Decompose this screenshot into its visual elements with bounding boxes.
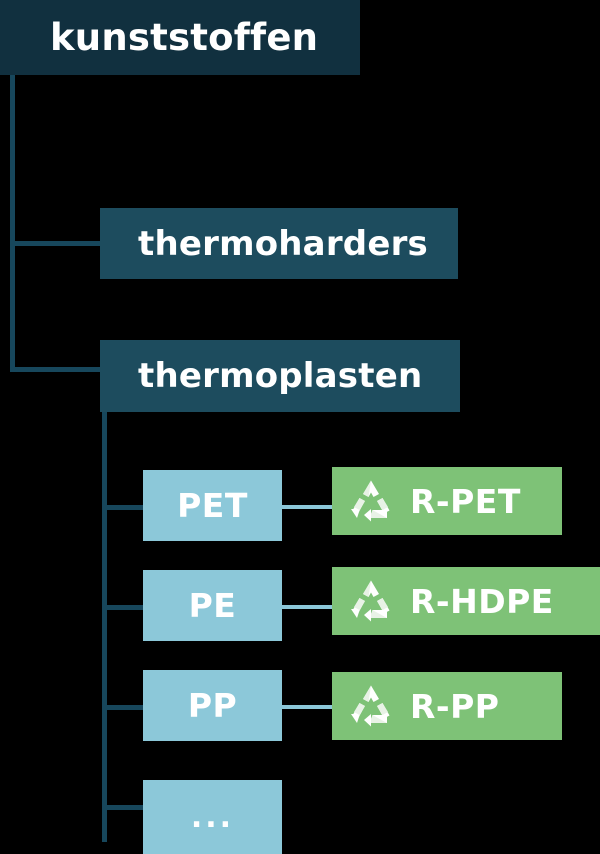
connector-root-to-thermoplasten <box>10 367 105 372</box>
node-pp[interactable]: PP <box>143 670 282 741</box>
connector-pe-rhdpe <box>282 605 334 609</box>
connector-root-trunk <box>10 75 15 372</box>
node-r-pet-label: R-PET <box>410 481 521 521</box>
node-pet-label: PET <box>177 486 248 525</box>
node-r-pp-label: R-PP <box>410 686 500 726</box>
connector-branch-pet <box>102 505 147 510</box>
node-pe-label: PE <box>188 586 237 625</box>
connector-thermoplasten-trunk <box>102 412 107 842</box>
node-kunststoffen-label: kunststoffen <box>50 16 319 59</box>
node-more-polymers[interactable]: ... <box>143 780 282 854</box>
node-thermoharders-label: thermoharders <box>138 223 428 264</box>
node-more-polymers-label: ... <box>190 799 235 835</box>
connector-pet-rpet <box>282 505 334 509</box>
node-thermoplasten[interactable]: thermoplasten <box>100 340 460 412</box>
connector-root-to-thermoharders <box>10 241 105 246</box>
node-r-pp[interactable]: R-PP <box>332 672 562 740</box>
recycling-icon <box>346 578 396 624</box>
node-thermoharders[interactable]: thermoharders <box>100 208 458 279</box>
node-pe[interactable]: PE <box>143 570 282 641</box>
node-r-pet[interactable]: R-PET <box>332 467 562 535</box>
recycling-icon <box>346 478 396 524</box>
recycling-icon <box>346 683 396 729</box>
node-pet[interactable]: PET <box>143 470 282 541</box>
node-kunststoffen[interactable]: kunststoffen <box>0 0 360 75</box>
node-r-hdpe[interactable]: R-HDPE <box>332 567 600 635</box>
connector-branch-pe <box>102 605 147 610</box>
connector-branch-pp <box>102 705 147 710</box>
node-r-hdpe-label: R-HDPE <box>410 581 554 621</box>
connector-pp-rpp <box>282 705 334 709</box>
node-thermoplasten-label: thermoplasten <box>138 356 423 396</box>
node-pp-label: PP <box>187 686 238 725</box>
connector-branch-ellipsis <box>102 805 147 810</box>
